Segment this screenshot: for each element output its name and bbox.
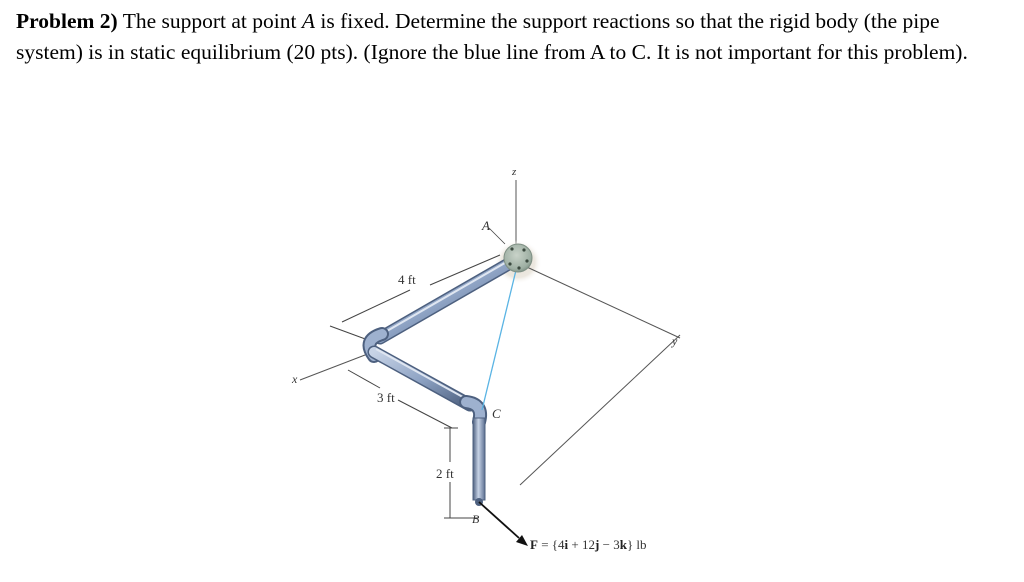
force-unit-k: k <box>620 537 628 552</box>
y-axis <box>515 261 681 339</box>
flange-bolt-3 <box>525 259 529 263</box>
problem-text-part-2: is fixed. Determine the support reaction… <box>16 9 968 64</box>
pipe-segment-3ft-highlight <box>375 348 471 402</box>
point-a-leader <box>488 227 506 245</box>
dimension-line-4ft <box>341 289 411 323</box>
point-c-label: C <box>492 406 501 421</box>
force-unit-j: j <box>594 537 599 552</box>
cable-a-to-c <box>481 261 519 411</box>
dimension-label-2ft: 2 ft <box>436 466 454 481</box>
dimension-line-4ft-ext <box>429 254 501 286</box>
pipe-segment-2ft <box>472 417 486 501</box>
force-arrow-shaft <box>478 501 520 539</box>
force-open: {4 <box>552 537 565 552</box>
problem-point-a: A <box>301 9 315 33</box>
pipe-segment-3ft-body <box>369 347 475 410</box>
plane-edge-front <box>519 334 681 486</box>
force-unit-i: i <box>565 537 569 552</box>
flange-bolt-2 <box>522 248 526 252</box>
force-label: F = {4i + 12j − 3k} lb <box>530 537 647 552</box>
problem-text-part-1: The support at point <box>117 9 302 33</box>
flange-bolt-4 <box>508 262 512 266</box>
plane-edge-x <box>299 349 379 381</box>
point-b-label: B <box>472 512 480 526</box>
dimension-line-3ft <box>347 369 381 389</box>
force-equals: = <box>538 537 552 552</box>
force-close: } lb <box>627 537 647 552</box>
force-mid-1: + 12 <box>568 537 595 552</box>
force-arrowhead <box>516 535 528 546</box>
pipe-segment-4ft-body <box>375 257 517 343</box>
problem-statement: Problem 2) The support at point A is fix… <box>16 6 1006 68</box>
flange-bolt-5 <box>517 266 521 270</box>
force-mid-2: − 3 <box>599 537 619 552</box>
problem-heading: Problem 2) <box>16 9 118 33</box>
flange-bolt-1 <box>510 247 514 251</box>
x-axis-label: x <box>291 372 298 386</box>
dimension-label-3ft: 3 ft <box>377 390 395 405</box>
dimension-extension-left <box>329 325 369 341</box>
point-a-label: A <box>481 218 490 233</box>
dimension-label-4ft: 4 ft <box>398 272 416 287</box>
force-symbol: F <box>530 537 538 552</box>
y-axis-label: y <box>671 334 678 348</box>
z-axis-label: z <box>511 166 517 178</box>
dimension-line-3ft-ext <box>397 399 453 429</box>
pipe-segment-4ft-highlight <box>379 259 511 336</box>
